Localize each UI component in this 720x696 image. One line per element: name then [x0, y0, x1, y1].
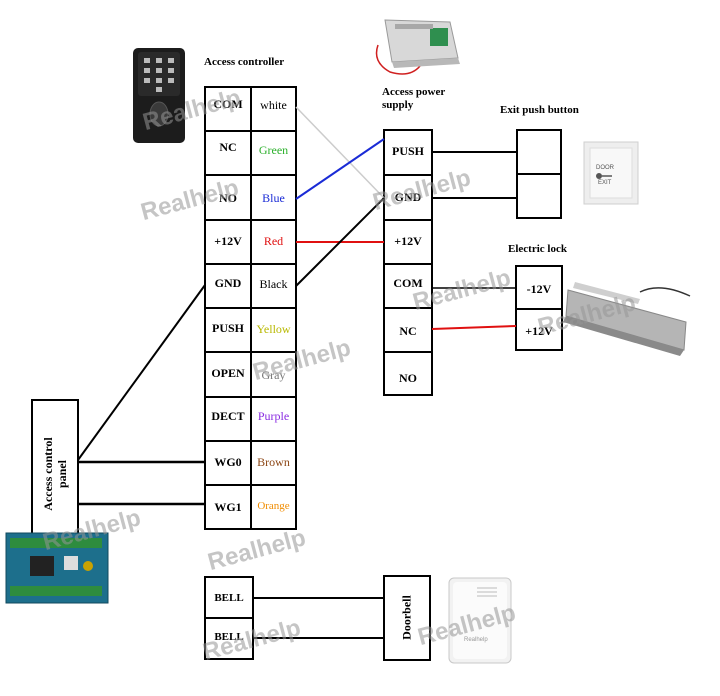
psu-terminal: NO	[399, 371, 417, 385]
lock-terminal: +12V	[525, 324, 553, 338]
lock-terminal: -12V	[526, 282, 552, 296]
lock-box	[515, 265, 563, 351]
controller-wire-color: Yellow	[256, 322, 291, 336]
controller-terminal: COM	[213, 97, 243, 111]
access-control-panel-label: Access control panel	[41, 404, 69, 544]
access-controller-title: Access controller	[204, 56, 285, 68]
wire-panel-gnd	[77, 284, 206, 461]
controller-wire-color: Black	[259, 277, 288, 291]
controller-terminal: NO	[219, 191, 237, 205]
fingerprint-reader-image	[133, 48, 185, 143]
doorbell-label: Doorbell	[399, 595, 414, 640]
exit-push-button-image	[583, 141, 639, 205]
access-control-panel-line1: Access control	[41, 437, 55, 511]
bell-table	[204, 576, 254, 660]
controller-terminal: DECT	[211, 409, 245, 423]
wire-black-gnd	[295, 197, 385, 287]
controller-terminal: NC	[219, 140, 237, 154]
doorbell-image	[448, 577, 512, 664]
access-control-board-image	[5, 532, 109, 604]
psu-terminal: GND	[394, 190, 422, 204]
bell-terminal: BELL	[214, 592, 244, 604]
power-supply-image	[375, 19, 460, 75]
psu-terminal: COM	[393, 276, 423, 290]
controller-wire-color: white	[260, 98, 287, 112]
controller-wire-color: Brown	[257, 455, 290, 469]
controller-terminal: OPEN	[211, 366, 245, 380]
controller-terminal: GND	[214, 276, 242, 290]
controller-wire-color: Gray	[261, 368, 286, 382]
exit-button-door-text: DOOR	[596, 165, 614, 171]
access-control-panel-line2: panel	[55, 460, 69, 489]
controller-wire-color: Blue	[262, 191, 285, 205]
psu-terminal: +12V	[394, 234, 422, 248]
controller-terminal: WG0	[214, 455, 242, 469]
access-power-supply-title: Access power supply	[382, 86, 445, 112]
psu-terminal: NC	[399, 324, 417, 338]
controller-table	[204, 86, 297, 530]
controller-terminal: WG1	[214, 500, 242, 514]
wire-blue	[295, 138, 385, 200]
wire-white	[295, 106, 385, 199]
controller-wire-color: Orange	[257, 500, 290, 512]
exit-button-box	[516, 129, 562, 219]
doorbell-box	[383, 575, 431, 661]
exit-push-button-title: Exit push button	[500, 104, 579, 116]
controller-terminal: PUSH	[211, 321, 244, 335]
bell-terminal: BELL	[214, 631, 244, 643]
wire-nc-lock	[431, 325, 517, 330]
exit-button-exit-text: EXIT	[598, 180, 612, 186]
access-power-supply-line1: Access power	[382, 86, 446, 98]
doorbell-brand-text: Realhelp	[464, 637, 488, 643]
psu-table	[383, 129, 433, 396]
controller-wire-color: Green	[258, 143, 289, 157]
electric-lock-image	[563, 282, 691, 356]
psu-terminal: PUSH	[391, 144, 424, 158]
controller-terminal: +12V	[214, 234, 242, 248]
controller-wire-color: Purple	[257, 409, 290, 423]
access-power-supply-line2: supply	[382, 99, 414, 111]
controller-wire-color: Red	[263, 234, 284, 248]
electric-lock-title: Electric lock	[508, 243, 567, 255]
